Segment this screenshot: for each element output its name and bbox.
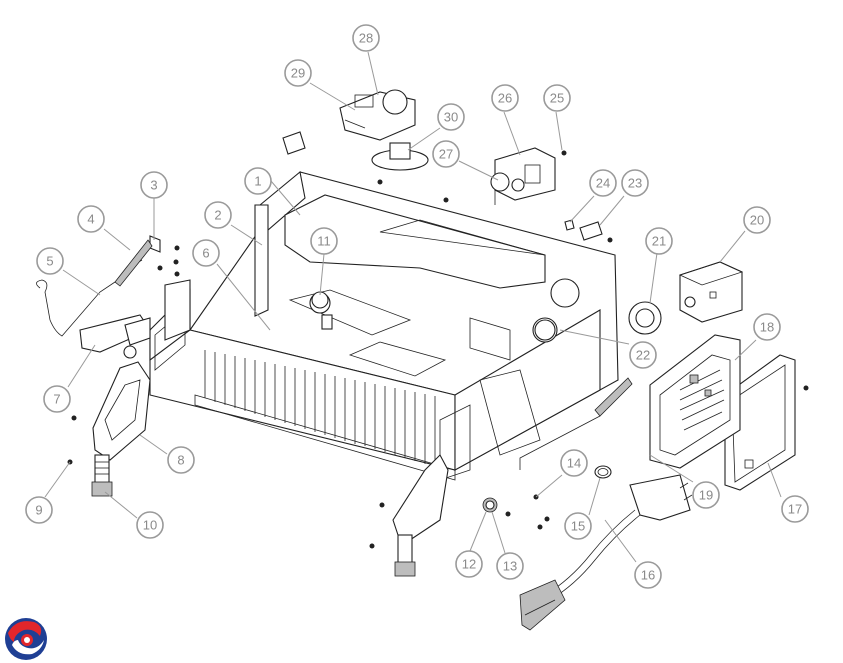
callout-26: 26 [491,84,519,112]
svg-text:1: 1 [254,174,261,189]
svg-text:10: 10 [143,518,157,533]
spring-part [114,235,161,287]
svg-text:22: 22 [636,348,650,363]
svg-text:26: 26 [498,91,512,106]
leader-lines [44,51,782,563]
svg-text:14: 14 [567,456,581,471]
mount-bracket-part [371,142,429,171]
gear-ring-part [628,301,662,335]
svg-text:28: 28 [359,31,373,46]
hose-wire-part [36,279,116,337]
control-board-part [649,334,741,469]
callout-30: 30 [437,103,465,131]
svg-text:12: 12 [462,557,476,572]
callout-15: 15 [564,512,592,540]
callout-25: 25 [543,84,571,112]
svg-text:19: 19 [699,488,713,503]
callout-4: 4 [77,205,105,233]
left-foot-part [91,454,113,497]
valve-part [311,291,333,330]
callout-14: 14 [560,449,588,477]
svg-text:2: 2 [214,208,221,223]
ring-part [594,465,612,479]
power-cable-part [519,474,693,631]
svg-text:6: 6 [202,246,209,261]
small-clip-part [564,219,575,231]
rear-spring-part [594,377,633,417]
callout-19: 19 [692,481,720,509]
callout-labels: 1 2 3 4 5 6 7 8 9 10 11 12 13 14 15 16 1… [25,24,809,589]
callout-13: 13 [496,552,524,580]
callout-24: 24 [589,169,617,197]
svg-text:24: 24 [596,176,610,191]
callout-8: 8 [167,446,195,474]
callout-18: 18 [753,313,781,341]
svg-text:7: 7 [53,392,60,407]
callout-20: 20 [743,206,771,234]
svg-text:16: 16 [641,568,655,583]
valve-block-part [490,147,556,205]
side-panel-part [164,279,191,341]
callout-16: 16 [634,561,662,589]
brand-logo-icon [5,618,47,660]
svg-text:27: 27 [439,147,453,162]
svg-text:23: 23 [628,176,642,191]
svg-text:15: 15 [571,519,585,534]
svg-text:30: 30 [444,110,458,125]
svg-text:25: 25 [550,91,564,106]
front-lever-part [79,314,151,353]
callout-11: 11 [310,227,338,255]
svg-text:4: 4 [87,212,94,227]
svg-text:5: 5 [46,254,53,269]
callout-1: 1 [244,167,272,195]
parts-line-art [36,89,809,631]
svg-text:8: 8 [177,453,184,468]
callout-27: 27 [432,140,460,168]
svg-text:18: 18 [760,320,774,335]
callout-21: 21 [645,227,673,255]
callout-6: 6 [192,239,220,267]
callout-5: 5 [36,247,64,275]
callout-3: 3 [140,171,168,199]
pump-part [339,89,416,141]
callout-23: 23 [621,169,649,197]
svg-text:13: 13 [503,559,517,574]
base-frame-part [149,170,619,481]
svg-text:11: 11 [317,234,331,249]
callout-9: 9 [25,496,53,524]
callout-12: 12 [455,550,483,578]
callout-29: 29 [284,59,312,87]
pcb-cover-part [724,354,796,491]
motor-box-part [678,261,744,323]
svg-text:17: 17 [788,502,802,517]
callout-10: 10 [136,511,164,539]
left-foot-bracket-part [92,345,151,461]
right-foot-part [392,454,449,577]
callout-2: 2 [204,201,232,229]
small-block-part [579,221,603,241]
front-grill [204,350,436,467]
pump-wheel-part [534,319,556,341]
svg-text:21: 21 [652,234,666,249]
svg-text:3: 3 [150,178,157,193]
callout-17: 17 [781,495,809,523]
callout-28: 28 [352,24,380,52]
callout-22: 22 [629,341,657,369]
svg-text:9: 9 [35,503,42,518]
callout-7: 7 [43,385,71,413]
svg-text:20: 20 [750,213,764,228]
svg-text:29: 29 [291,66,305,81]
small-cap-part [282,131,306,155]
